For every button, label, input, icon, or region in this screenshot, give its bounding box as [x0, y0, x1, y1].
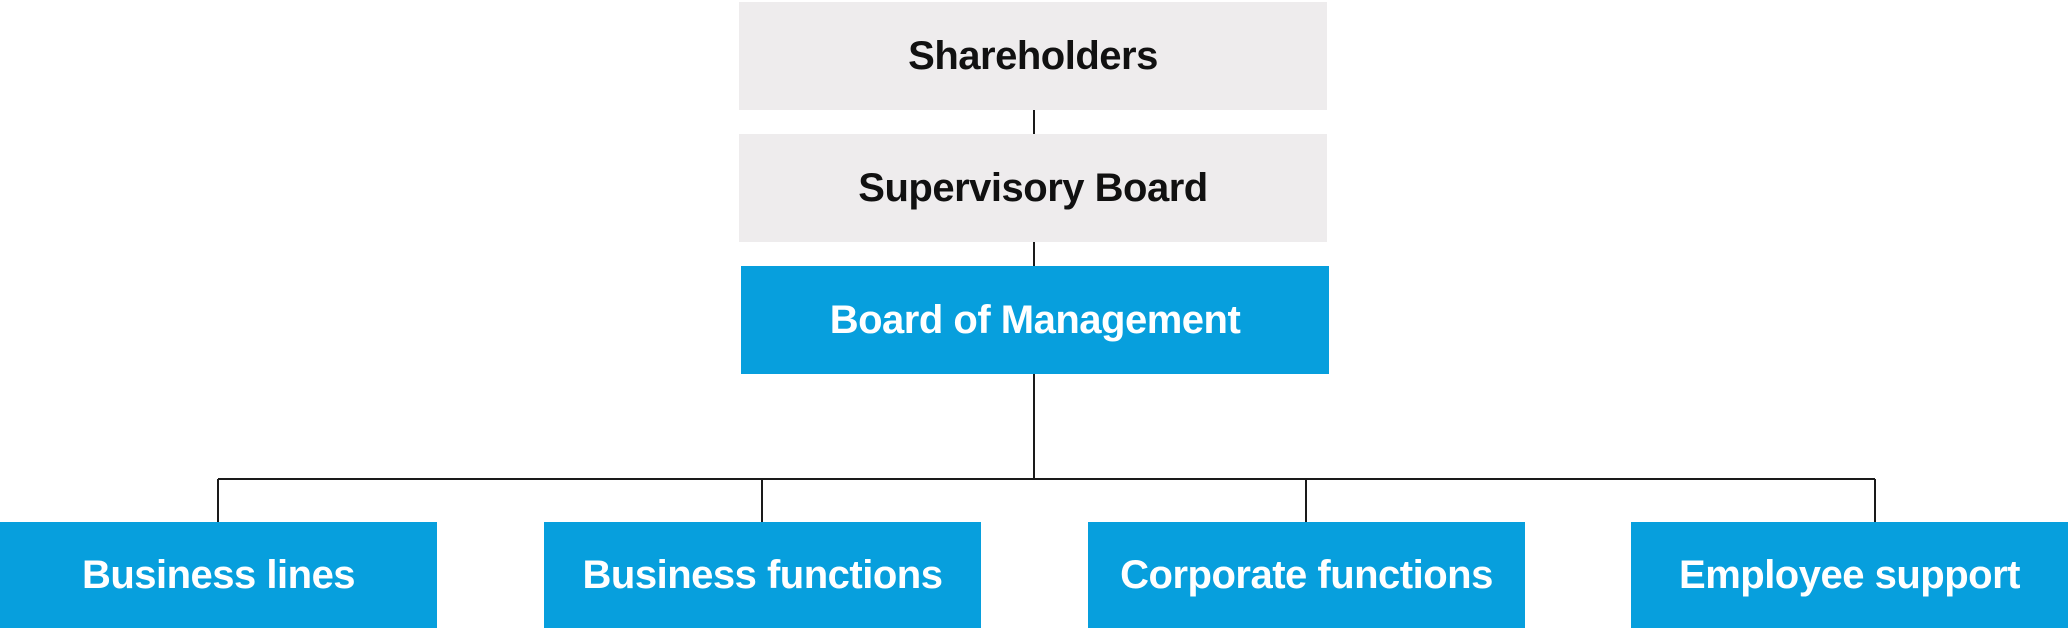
board-of-management-label: Board of Management: [829, 297, 1241, 342]
employee-support-box: Employee support: [1631, 522, 2068, 628]
business-functions-box: Business functions: [544, 522, 981, 628]
supervisory-board-box: Supervisory Board: [739, 134, 1327, 242]
employee-support-label: Employee support: [1679, 552, 2020, 597]
board-of-management-box: Board of Management: [741, 266, 1329, 374]
business-functions-label: Business functions: [582, 552, 943, 597]
shareholders-box: Shareholders: [739, 2, 1327, 110]
business-lines-box: Business lines: [0, 522, 437, 628]
corporate-functions-label: Corporate functions: [1120, 552, 1493, 597]
business-lines-label: Business lines: [81, 552, 356, 597]
supervisory-board-label: Supervisory Board: [858, 165, 1208, 210]
shareholders-label: Shareholders: [908, 33, 1158, 78]
corporate-functions-box: Corporate functions: [1088, 522, 1525, 628]
